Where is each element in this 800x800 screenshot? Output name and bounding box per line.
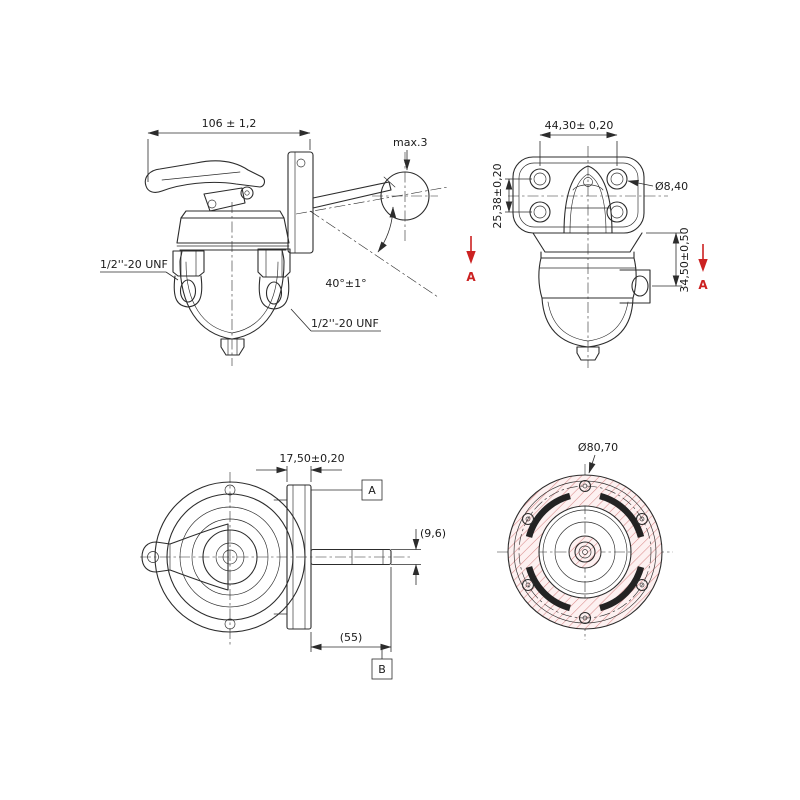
dim-depth-label: 34,50±0,50: [678, 227, 691, 292]
pump-upper-body: [176, 210, 290, 251]
profile-view: 17,50±0,20 A (9,6) (55) B: [140, 452, 446, 680]
flange-view: Ø80,70: [497, 441, 673, 640]
dim-width-label: 44,30± 0,20: [545, 119, 614, 132]
cam-circle: [380, 171, 430, 221]
flange-hub: [568, 535, 602, 569]
dim-max3: max.3: [393, 136, 427, 171]
dim-height-label: 25,38±0,20: [491, 163, 504, 228]
pump-bowl: [179, 249, 285, 356]
dim-rod-length-label: (55): [340, 631, 363, 644]
dim-hole: Ø8,40: [627, 179, 688, 193]
section-label-left: A: [466, 270, 476, 284]
push-rod: [312, 176, 396, 209]
dim-depth: 34,50±0,50: [646, 227, 691, 293]
dim-angle: 40°±1°: [325, 206, 397, 290]
dim-rod-dia: (9,6): [391, 527, 446, 585]
section-marker-left: A: [466, 236, 476, 284]
datum-a: A: [311, 479, 383, 501]
dim-max3-label: max.3: [393, 136, 427, 149]
thread-inlet-label: 1/2''-20 UNF: [100, 258, 168, 271]
pump-lever: [144, 160, 265, 212]
front-view: 44,30± 0,20 25,38±0,20 Ø8,40 34,50±0,50 …: [466, 119, 708, 368]
dim-flange-label: 17,50±0,20: [279, 452, 344, 465]
front-dome: [563, 165, 613, 234]
thread-callout-outlet: 1/2''-20 UNF: [290, 308, 381, 332]
section-label-right: A: [698, 278, 708, 292]
profile-lever: [141, 523, 229, 591]
front-body: [532, 232, 651, 361]
front-flange: [512, 156, 645, 234]
outlet-fitting: [257, 248, 291, 310]
gasket-hatch-ring: [508, 475, 663, 629]
dim-length: 106 ± 1,2: [147, 117, 311, 182]
datum-a-label: A: [368, 484, 376, 497]
profile-rod: [310, 548, 392, 566]
datum-b-label: B: [378, 663, 386, 676]
dim-rod-length: (55): [310, 567, 392, 652]
dim-hole-label: Ø8,40: [655, 180, 688, 193]
dim-height: 25,38±0,20: [491, 163, 532, 229]
dim-flange-thickness: 17,50±0,20: [256, 452, 345, 482]
inlet-fitting: [172, 250, 205, 308]
dim-width: 44,30± 0,20: [539, 119, 618, 166]
side-view: 106 ± 1,2 max.3 40°±1° 1/2''-20 UNF 1/2'…: [100, 117, 449, 366]
dim-rod-label: (9,6): [420, 527, 446, 540]
side-flange: [287, 151, 314, 254]
flange-slots: [525, 492, 645, 612]
thread-outlet-label: 1/2''-20 UNF: [311, 317, 379, 330]
dim-flange-dia: Ø80,70: [578, 441, 618, 474]
thread-callout-inlet: 1/2''-20 UNF: [100, 258, 179, 281]
dim-flange-dia-label: Ø80,70: [578, 441, 618, 454]
datum-b: B: [371, 647, 393, 680]
dim-angle-label: 40°±1°: [325, 277, 366, 290]
dim-length-label: 106 ± 1,2: [202, 117, 257, 130]
flange-bolt-holes: [521, 479, 649, 625]
section-marker-right: A: [698, 244, 708, 292]
